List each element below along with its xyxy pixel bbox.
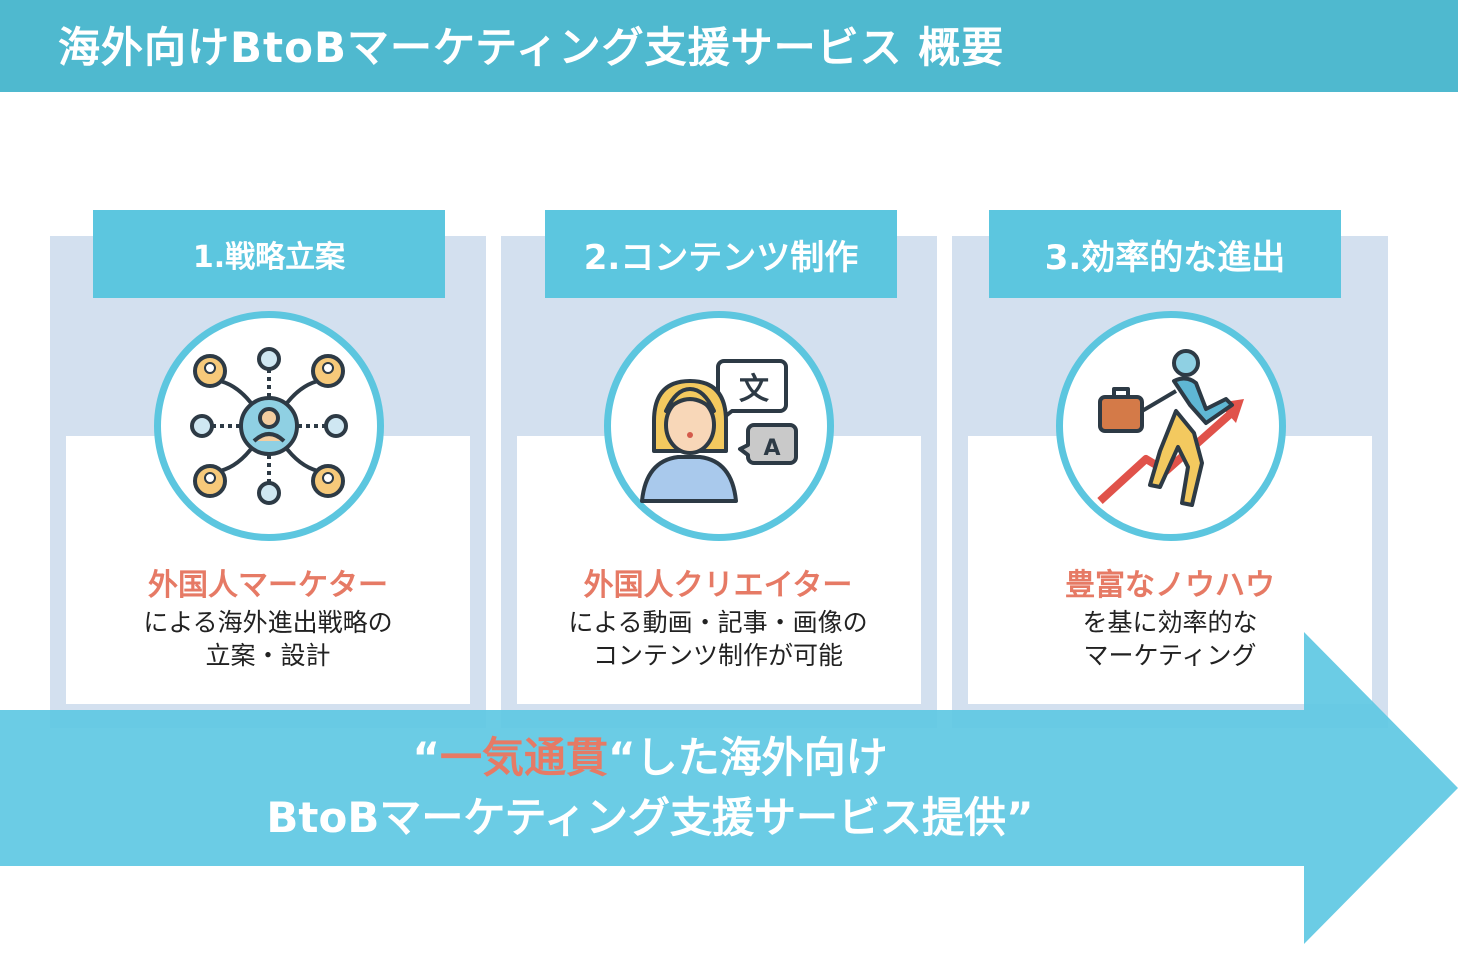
banner-line-2: BtoBマーケティング支援サービス提供” xyxy=(266,793,1034,842)
banner-line-1: “一気通貫“した海外向け xyxy=(0,728,1300,788)
step-1-text: 外国人マーケター による海外進出戦略の 立案・設計 xyxy=(78,566,458,672)
step-3-tab: 3.効率的な進出 xyxy=(989,210,1341,298)
step-1-desc-line1: による海外進出戦略の xyxy=(143,608,393,637)
header-bar: 海外向けBtoBマーケティング支援サービス 概要 xyxy=(0,0,1458,92)
step-3-highlight: 豊富なノウハウ xyxy=(1065,568,1275,603)
step-1-icon-circle xyxy=(154,311,384,541)
banner-line-1-rest: “した海外向け xyxy=(608,733,888,782)
step-1-desc-line2: 立案・設計 xyxy=(205,641,331,670)
climbing-businessman-icon xyxy=(1097,349,1244,507)
step-1-highlight: 外国人マーケター xyxy=(148,568,388,603)
step-1-tab: 1.戦略立案 xyxy=(93,210,445,298)
step-2-desc-line2: コンテンツ制作が可能 xyxy=(592,641,843,670)
step-2-tab: 2.コンテンツ制作 xyxy=(545,210,897,298)
banner-open-quote: “ xyxy=(412,733,440,782)
svg-text:A: A xyxy=(763,436,780,461)
step-3-icon-circle xyxy=(1056,311,1286,541)
step-2-text: 外国人クリエイター による動画・記事・画像の コンテンツ制作が可能 xyxy=(528,566,908,672)
step-3-desc-line1: を基に効率的な xyxy=(1082,608,1258,637)
svg-text:文: 文 xyxy=(739,372,769,407)
banner-accent: 一気通貫 xyxy=(439,733,608,782)
step-2-highlight: 外国人クリエイター xyxy=(583,568,853,603)
step-2-desc-line1: による動画・記事・画像の xyxy=(568,608,868,637)
translator-woman-icon: 文 A xyxy=(640,359,798,503)
arrow-banner-text: “一気通貫“した海外向け BtoBマーケティング支援サービス提供” xyxy=(0,728,1300,848)
network-people-icon xyxy=(190,347,348,505)
page-title: 海外向けBtoBマーケティング支援サービス 概要 xyxy=(58,23,1005,72)
flow-arrow xyxy=(0,632,1458,944)
step-3-desc-line2: マーケティング xyxy=(1083,641,1257,670)
step-3-text: 豊富なノウハウ を基に効率的な マーケティング xyxy=(980,566,1360,672)
step-2-icon-circle: 文 A xyxy=(604,311,834,541)
